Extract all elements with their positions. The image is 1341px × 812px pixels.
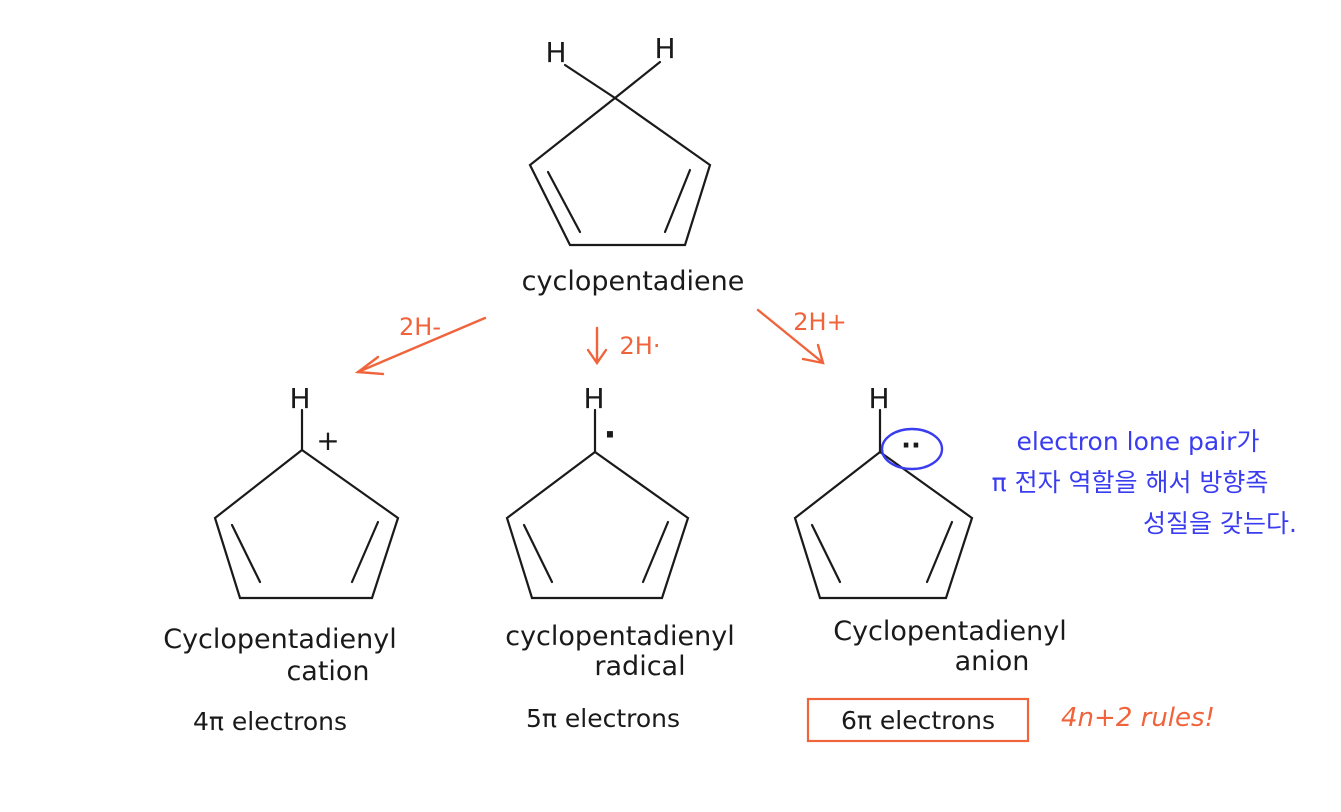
radical-structure (505, 408, 690, 600)
arrow-middle (586, 326, 608, 366)
anion-structure (793, 408, 974, 600)
anion-h: H (868, 382, 889, 415)
cation-electrons: 4π electrons (193, 707, 347, 736)
cation-h: H (289, 382, 310, 415)
cation-name-line1: Cyclopentadienyl (163, 624, 397, 655)
radical-name-line1: cyclopentadienyl (505, 621, 735, 652)
anion-electrons: 6π electrons (841, 706, 995, 735)
arrow-right (756, 308, 825, 365)
arrow-middle-label: 2H· (620, 332, 661, 360)
huckel-rule-note: 4n+2 rules! (1061, 703, 1215, 733)
arrow-left-label: 2H- (399, 313, 441, 341)
anion-name-line2: anion (955, 646, 1030, 677)
cation-name-line2: cation (286, 656, 369, 687)
arrow-left (354, 316, 487, 376)
note-line3: 성질을 갖는다. (1143, 509, 1297, 538)
anion-electrons-box (806, 697, 1030, 743)
note-line2: π 전자 역할을 해서 방향족 (992, 468, 1269, 497)
cyclopentadiene-label: cyclopentadiene (522, 266, 745, 297)
cation-structure (213, 408, 400, 600)
cation-charge: + (316, 424, 339, 457)
lone-pair-circle (880, 427, 944, 471)
radical-name-line2: radical (594, 651, 685, 682)
arrow-right-label: 2H+ (793, 308, 846, 336)
radical-dot: · (604, 415, 617, 455)
radical-electrons: 5π electrons (526, 704, 680, 733)
anion-lone-pair: ·· (901, 431, 921, 461)
anion-name-line1: Cyclopentadienyl (833, 616, 1067, 647)
top-h-left: H (545, 36, 566, 69)
cyclopentadiene-structure (528, 60, 712, 247)
radical-h: H (583, 382, 604, 415)
top-h-right: H (654, 32, 675, 65)
note-line1: electron lone pair가 (1017, 427, 1260, 456)
